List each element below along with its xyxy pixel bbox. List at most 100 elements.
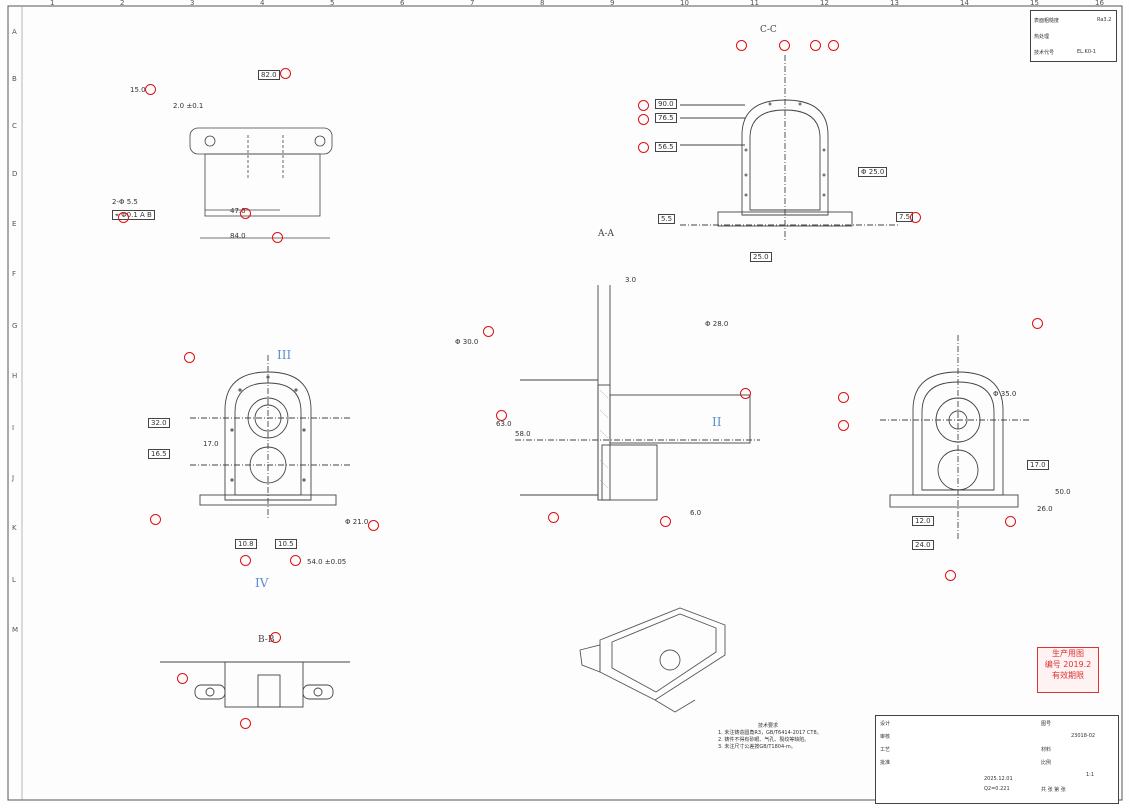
grid-row-d: D [12,170,18,178]
dim-500: 50.0 [1055,488,1071,496]
stamp-line-1: 生产用图 [1052,649,1084,658]
balloon [272,232,283,243]
grid-row-c: C [12,122,17,130]
balloon [280,68,291,79]
balloon [810,40,821,51]
tb-drawing-no: 23018-02 [1071,733,1096,739]
section-label-cc: C-C [760,25,777,35]
title-block: 设计 审核 工艺 批准 图号 23018-02 材料 比例 1:1 共 张 第 … [875,715,1119,804]
balloon [828,40,839,51]
grid-row-j: J [12,474,15,482]
view-marker-iii: III [277,348,292,362]
balloon [184,352,195,363]
grid-row-k: K [12,524,17,532]
grid-col-14: 14 [960,0,969,7]
balloon [145,84,156,95]
balloon [638,114,649,125]
grid-row-m: M [12,626,19,634]
tb-date: 2025.12.01 [984,776,1013,782]
notes-title: 技术要求 [758,723,779,729]
dim-84: 84.0 [230,232,246,240]
grid-col-11: 11 [750,0,759,7]
balloon [496,410,507,421]
grid-col-5: 5 [330,0,335,7]
balloon [638,142,649,153]
tech-code-label: 技术代号 [1034,50,1055,56]
balloon [270,632,281,643]
section-label-bb: B-B [258,635,275,645]
tb-scale: 1:1 [1086,772,1095,778]
grid-col-2: 2 [120,0,125,7]
balloon [240,718,251,729]
dim-phi35: Φ 35.0 [993,390,1017,398]
dim-6: 6.0 [690,509,702,517]
tech-code-value: EL.K0-1 [1077,49,1096,55]
balloon [483,326,494,337]
tb-process-label: 工艺 [880,747,891,753]
notes-line-3: 3. 未注尺寸公差按GB/T1804-m。 [718,744,796,750]
dim-165: 16.5 [148,449,170,459]
balloon [945,570,956,581]
grid-col-8: 8 [540,0,545,7]
balloon [118,212,129,223]
balloon [779,40,790,51]
dim-2phi: 2-Φ 5.5 [112,198,138,206]
stamp-line-2: 编号 2019.2 [1044,660,1092,669]
section-label-aa: A-A [598,229,615,239]
balloon [838,392,849,403]
balloon [838,420,849,431]
grid-col-13: 13 [890,0,899,7]
grid-col-9: 9 [610,0,615,7]
dim-260: 26.0 [1037,505,1053,513]
grid-col-1: 1 [50,0,55,7]
balloon [740,388,751,399]
dim-47: 47.0 [230,207,246,215]
notes-line-2: 2. 铸件不得有砂眼、气孔、裂纹等缺陷。 [718,737,810,743]
balloon [177,673,188,684]
balloon [736,40,747,51]
dim-63: 63.0 [496,420,512,428]
tb-drawing-no-label: 图号 [1041,721,1052,727]
production-stamp: 生产用图 编号 2019.2 有效期限 [1037,647,1099,693]
balloon [638,100,649,111]
tb-check-label: 审核 [880,734,891,740]
dim-765: 76.5 [655,113,677,123]
dim-90: 90.0 [655,99,677,109]
dim-3: 3.0 [625,276,637,284]
tb-sheet-label: 共 张 第 张 [1041,787,1066,793]
surface-finish-value: Ra3.2 [1097,17,1112,23]
grid-row-g: G [12,322,18,330]
dim-flatness: ⌖ Φ0.1 A B [112,210,155,220]
dim-105: 10.5 [275,539,297,549]
dim-54: 54.0 ±0.05 [307,558,347,566]
balloon [240,555,251,566]
surface-finish-label: 表面粗糙度 [1034,18,1060,24]
dim-25: 25.0 [750,252,772,262]
dim-phi21: Φ 21.0 [345,518,369,526]
dim-565: 56.5 [655,142,677,152]
dim-170: 17.0 [203,440,219,448]
dim-phi30: Φ 30.0 [455,338,479,346]
surface-finish-block: 表面粗糙度 Ra3.2 热处理 技术代号 EL.K0-1 [1030,10,1117,62]
dim-32: 32.0 [148,418,170,428]
grid-col-12: 12 [820,0,829,7]
balloon [910,212,921,223]
tb-designer-label: 设计 [880,721,891,727]
grid-row-b: B [12,75,17,83]
balloon [548,512,559,523]
balloon [1005,516,1016,527]
notes-line-1: 1. 未注铸造圆角R3，GB/T6414-2017 CT8。 [718,730,822,736]
grid-row-h: H [12,372,18,380]
balloon [660,516,671,527]
dim-82: 82.0 [258,70,280,80]
grid-row-i: I [12,424,15,432]
balloon [1032,318,1043,329]
grid-row-l: L [12,576,16,584]
dim-phi28: Φ 28.0 [705,320,729,328]
dim-55: 5.5 [658,214,676,224]
grid-col-15: 15 [1030,0,1039,7]
balloon [290,555,301,566]
grid-col-6: 6 [400,0,405,7]
